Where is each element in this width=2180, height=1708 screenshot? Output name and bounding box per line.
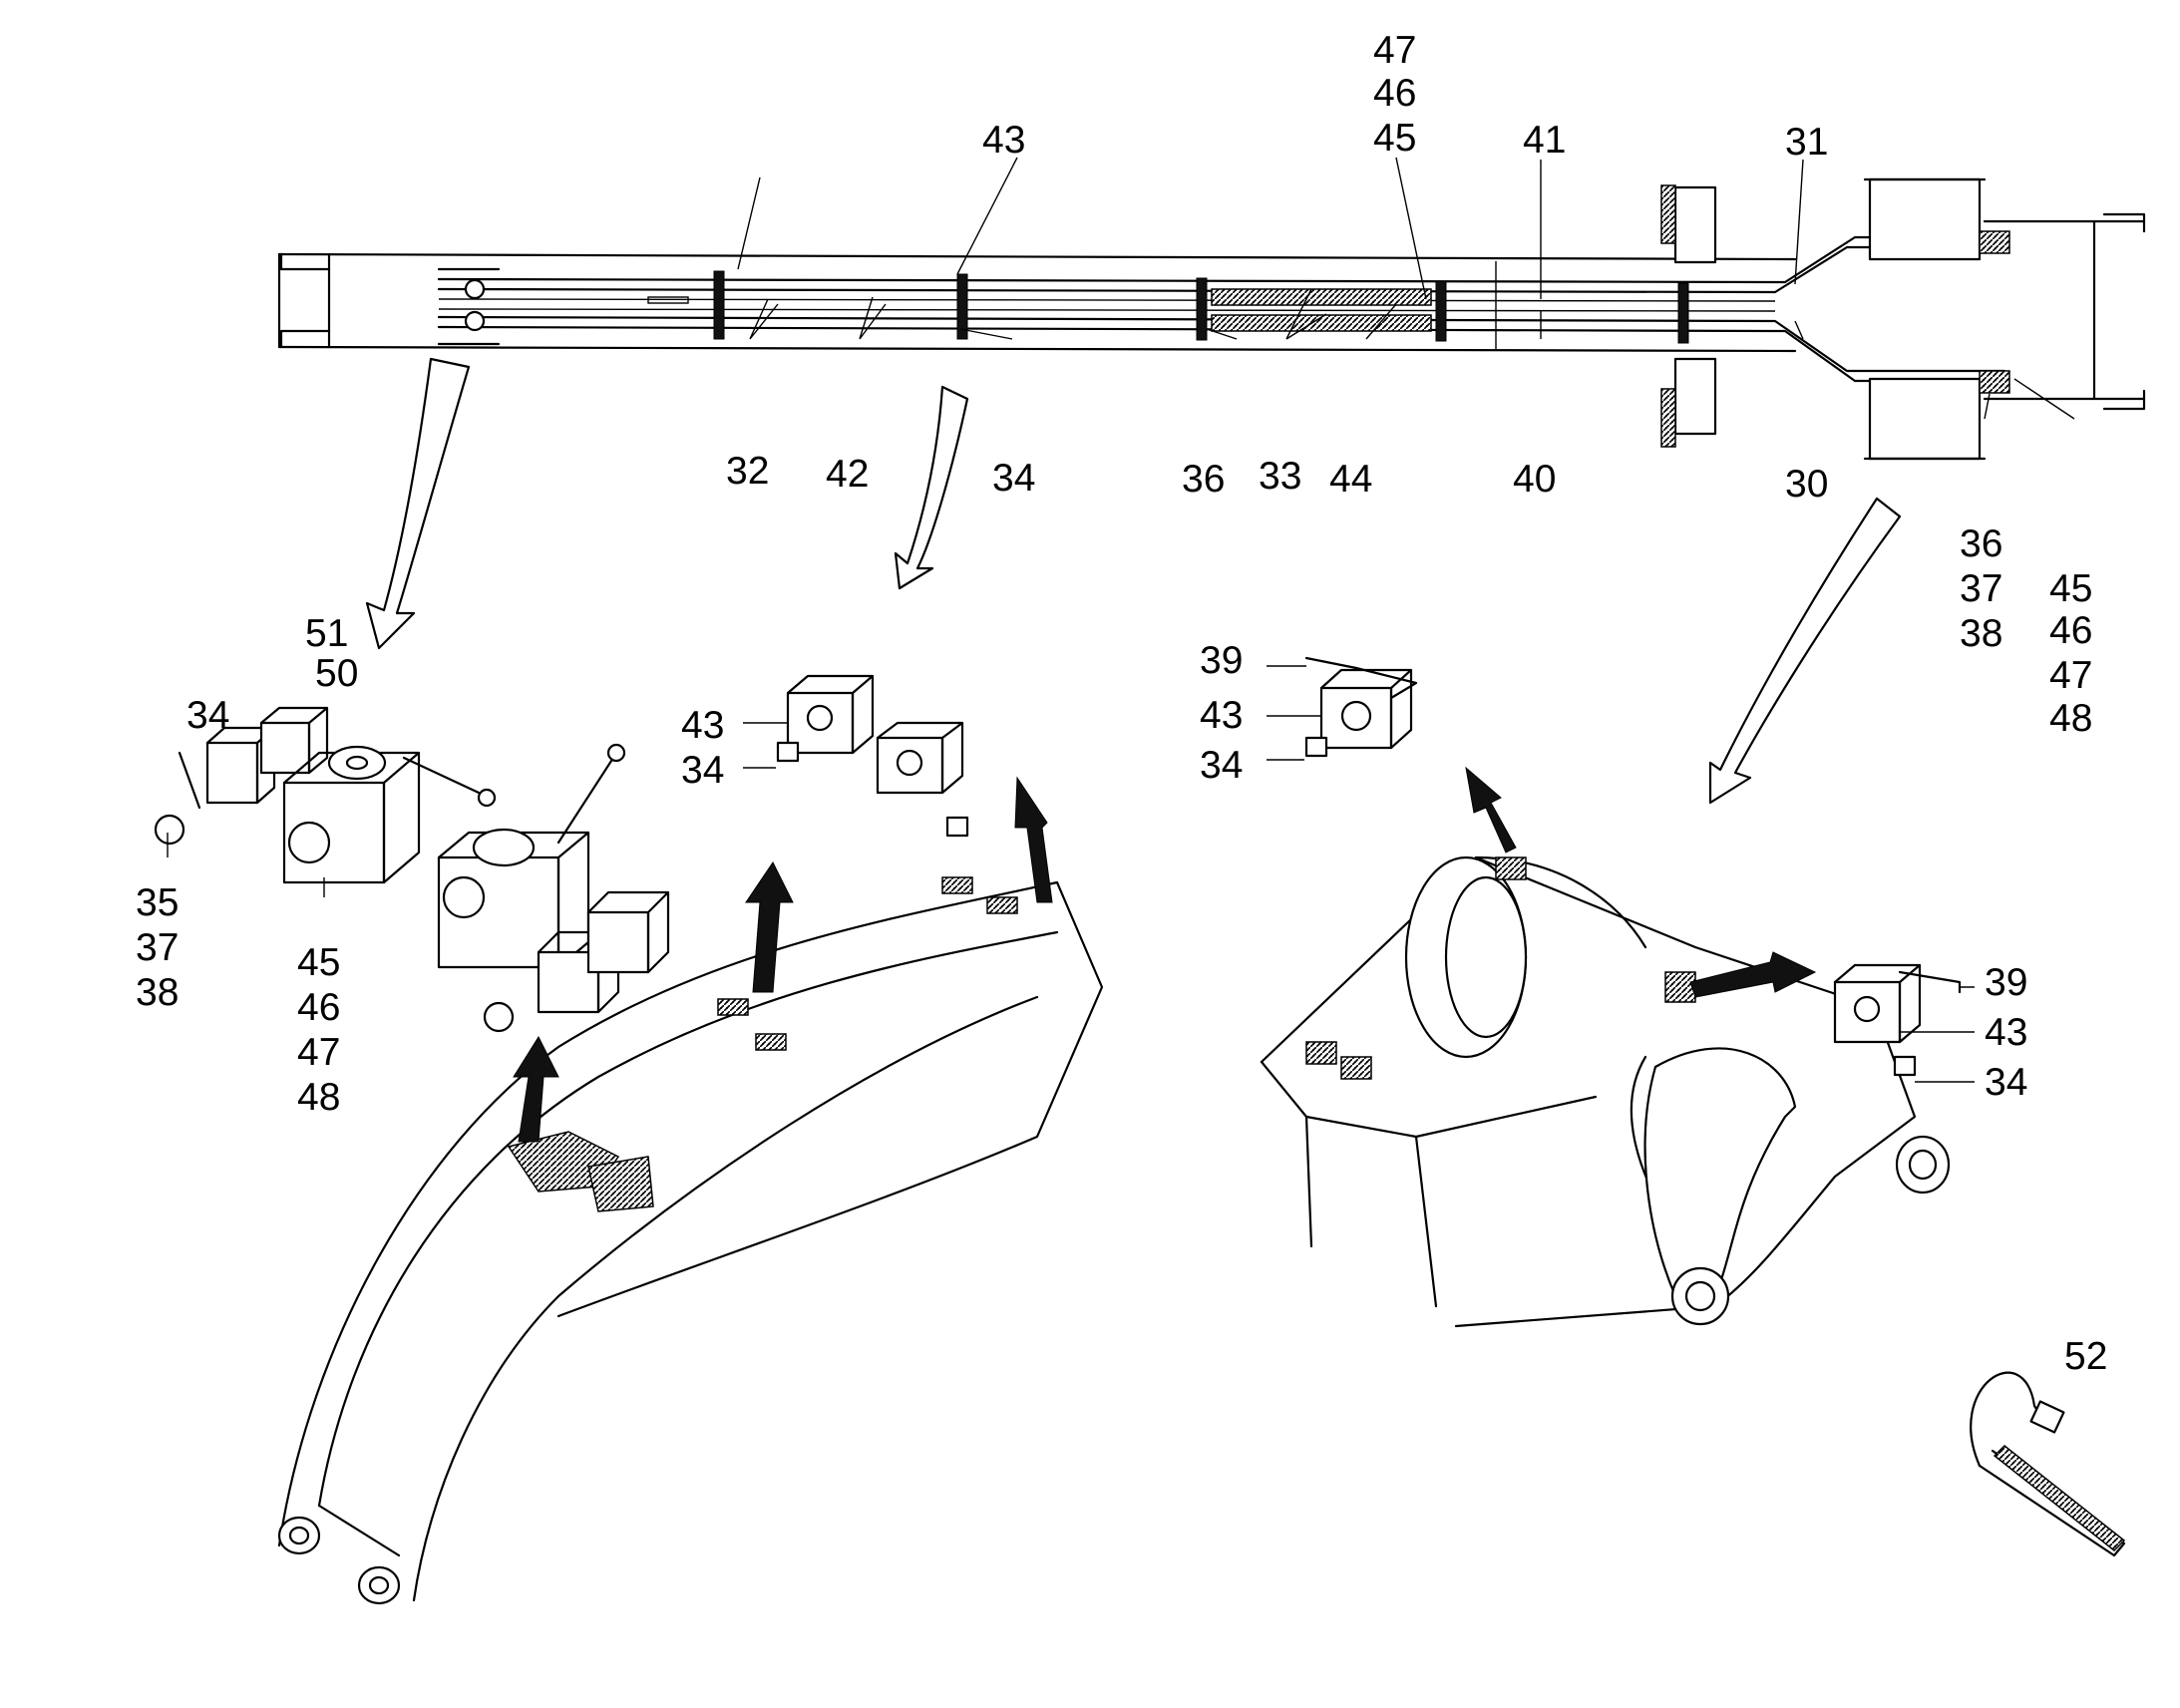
callout-43-side: 43 bbox=[1985, 1011, 2027, 1054]
callout-46-valve: 46 bbox=[297, 986, 340, 1029]
clamp-set-right bbox=[1267, 656, 1975, 1083]
callout-52: 52 bbox=[2064, 1335, 2107, 1378]
top-leaders bbox=[737, 157, 2075, 420]
callout-33: 33 bbox=[1259, 455, 1301, 498]
callout-43-foot: 43 bbox=[1200, 694, 1243, 737]
callout-32: 32 bbox=[726, 450, 769, 493]
callout-labels: 47 46 45 43 41 31 32 42 34 36 33 44 40 3… bbox=[136, 29, 2107, 1378]
boom-foot-drum bbox=[1863, 177, 2146, 461]
boom-foot-perspective bbox=[1260, 766, 1951, 1328]
callout-41: 41 bbox=[1523, 119, 1566, 162]
callout-42: 42 bbox=[826, 453, 869, 496]
callout-34-mid: 34 bbox=[681, 749, 724, 792]
callout-36-top: 36 bbox=[1182, 458, 1225, 501]
callout-39-foot: 39 bbox=[1200, 639, 1243, 682]
callout-48-right: 48 bbox=[2049, 697, 2092, 740]
callout-34-foot: 34 bbox=[1200, 744, 1243, 787]
callout-34-top: 34 bbox=[992, 457, 1035, 500]
callout-36-right: 36 bbox=[1960, 522, 2002, 565]
callout-31: 31 bbox=[1785, 121, 1828, 164]
callout-47-valve: 47 bbox=[297, 1031, 340, 1074]
callout-34-valve: 34 bbox=[186, 694, 229, 737]
callout-45-right: 45 bbox=[2049, 567, 2092, 610]
valve-assembly bbox=[154, 706, 670, 1033]
callout-43-mid: 43 bbox=[681, 704, 724, 747]
callout-51: 51 bbox=[305, 612, 348, 655]
callout-45-valve: 45 bbox=[297, 941, 340, 984]
callout-30: 30 bbox=[1785, 463, 1828, 506]
clamp-bands bbox=[713, 270, 1689, 344]
callout-34-side: 34 bbox=[1985, 1061, 2027, 1104]
callout-38-right: 38 bbox=[1960, 612, 2002, 655]
clamp-set-mid bbox=[743, 674, 969, 838]
boom-perspective bbox=[277, 776, 1104, 1605]
callout-37-right: 37 bbox=[1960, 567, 2002, 610]
callout-46-top: 46 bbox=[1373, 72, 1416, 115]
callout-39-side: 39 bbox=[1985, 961, 2027, 1004]
callout-45-top: 45 bbox=[1373, 117, 1416, 160]
boom-top-view bbox=[277, 177, 2146, 461]
callout-40: 40 bbox=[1513, 458, 1556, 501]
callout-46-right: 46 bbox=[2049, 609, 2092, 652]
callout-47-top: 47 bbox=[1373, 29, 1416, 72]
callout-44: 44 bbox=[1329, 458, 1372, 501]
callout-48-valve: 48 bbox=[297, 1076, 340, 1119]
callout-35: 35 bbox=[136, 881, 179, 924]
callout-50: 50 bbox=[315, 652, 358, 695]
cable-tie bbox=[1970, 1371, 2126, 1557]
callout-43-top: 43 bbox=[982, 119, 1025, 162]
callout-47-right: 47 bbox=[2049, 654, 2092, 697]
transfer-arrows bbox=[365, 357, 1902, 805]
callout-37-valve: 37 bbox=[136, 926, 179, 969]
callout-38-valve: 38 bbox=[136, 971, 179, 1014]
boom-cylinder-pins bbox=[1660, 184, 1717, 448]
